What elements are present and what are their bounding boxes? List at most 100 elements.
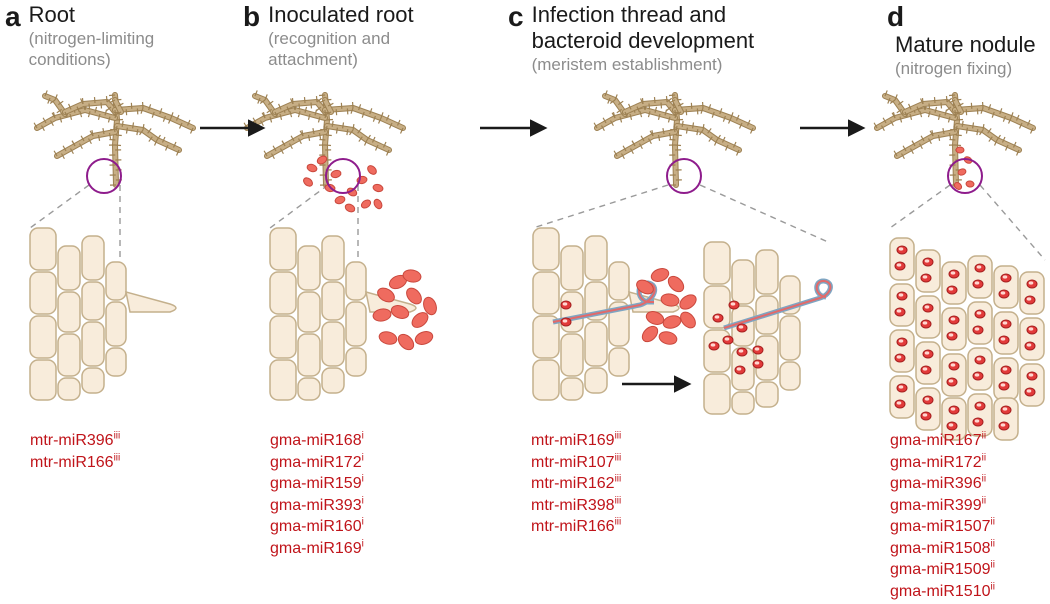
root-hair (666, 97, 673, 103)
panel-title: Infection thread and bacteroid developme… (531, 2, 755, 53)
rhizobium-bacterium (344, 203, 356, 213)
root-hair (189, 127, 194, 134)
root-hair (325, 111, 332, 116)
bacteroid-highlight (1000, 337, 1006, 341)
root-hair (604, 90, 608, 97)
bacteroid-highlight (1026, 297, 1032, 301)
root-hair (927, 138, 932, 145)
panel-subtitle: (nitrogen fixing) (895, 59, 1013, 78)
mirna-item: mtr-miR398iii (531, 495, 621, 517)
root-hair (319, 99, 326, 104)
root-hair (361, 111, 365, 118)
root-hair (600, 125, 605, 132)
root-hair (657, 113, 661, 120)
panel-title: Inoculated root (268, 2, 414, 27)
plant-cell (345, 347, 367, 377)
root-hair (617, 100, 624, 106)
root-hair (716, 134, 721, 141)
root-hair (382, 141, 387, 148)
root-hair (54, 94, 58, 101)
root-hair (380, 112, 384, 119)
root-hair (64, 111, 68, 118)
rhizobium-bacterium (303, 177, 313, 187)
bacteroid-highlight (898, 247, 904, 251)
plant-cell (731, 391, 755, 415)
bacteroid-highlight (754, 347, 760, 351)
bacteroid-highlight (730, 302, 736, 306)
rhizobium-bacterium (650, 268, 670, 282)
bacteroid-highlight (1028, 373, 1034, 377)
bacteroid-highlight (948, 333, 954, 337)
root-hair (696, 129, 699, 136)
bacteroid-highlight (950, 363, 956, 367)
root-hair (254, 90, 258, 97)
bacteroid-highlight (1002, 407, 1008, 411)
plant-cell (297, 333, 321, 377)
plant-cell (993, 357, 1019, 401)
root-hair (147, 128, 152, 134)
mirna-name: gma-miR396 (890, 475, 982, 492)
plant-cell (269, 315, 297, 359)
root-system (873, 90, 1036, 188)
root-hair (69, 113, 73, 120)
mirna-item: gma-miR160i (270, 516, 364, 538)
mirna-name: gma-miR172 (890, 453, 982, 471)
mirna-superscript: i (361, 452, 364, 464)
mirna-superscript: iii (614, 452, 622, 464)
root-hair (882, 117, 887, 124)
plant-cell (915, 387, 941, 431)
root-hair (991, 111, 995, 118)
plant-cell (889, 375, 915, 419)
plant-cell (269, 359, 297, 401)
mirna-superscript: ii (990, 538, 995, 550)
plant-cell (915, 341, 941, 385)
root-hair (279, 113, 283, 120)
plant-cell (889, 329, 915, 373)
rhizobium-bacterium (316, 155, 328, 165)
root-hair (668, 132, 672, 140)
root-hair (316, 97, 323, 103)
root-hair (272, 145, 277, 152)
root-hair (996, 134, 1001, 141)
bacteroid-highlight (950, 271, 956, 275)
mirna-superscript: iii (113, 430, 121, 442)
root-hair (987, 128, 992, 134)
root-hair (982, 123, 985, 131)
plant-cell (731, 259, 755, 305)
bacteroid-highlight (1000, 423, 1006, 427)
panel-title: Mature nodule (895, 32, 1036, 57)
root-hair (708, 104, 712, 111)
root-hair (873, 122, 878, 129)
root-hair (369, 108, 373, 115)
plant-cell (321, 235, 345, 281)
root-hair (107, 116, 111, 123)
bacteroid-highlight (754, 361, 760, 365)
plant-cell (81, 321, 105, 367)
bacteroid-highlight (948, 287, 954, 291)
mirna-superscript: iii (614, 516, 622, 528)
root-hair (896, 108, 903, 114)
rhizobium-bacterium (641, 325, 659, 343)
rhizobium-bacterium (373, 198, 383, 210)
mirna-superscript: i (361, 495, 364, 507)
plant-cell (105, 261, 127, 301)
root-hair (117, 102, 124, 107)
root-hair (264, 94, 268, 101)
mirna-item: mtr-miR107iii (531, 452, 621, 474)
root-hair (1001, 136, 1006, 143)
root-hair (80, 135, 85, 142)
root-hair (266, 108, 273, 114)
mirna-name: gma-miR1510 (890, 582, 991, 600)
mirna-item: mtr-miR396iii (30, 430, 120, 452)
root-hair (949, 99, 956, 104)
root-hair (318, 132, 322, 140)
rhizobium-bacterium (411, 312, 429, 328)
root-hair (49, 120, 54, 127)
root-hair (909, 113, 913, 120)
root-hair (640, 135, 645, 142)
rhizobium-bacterium (955, 146, 965, 154)
